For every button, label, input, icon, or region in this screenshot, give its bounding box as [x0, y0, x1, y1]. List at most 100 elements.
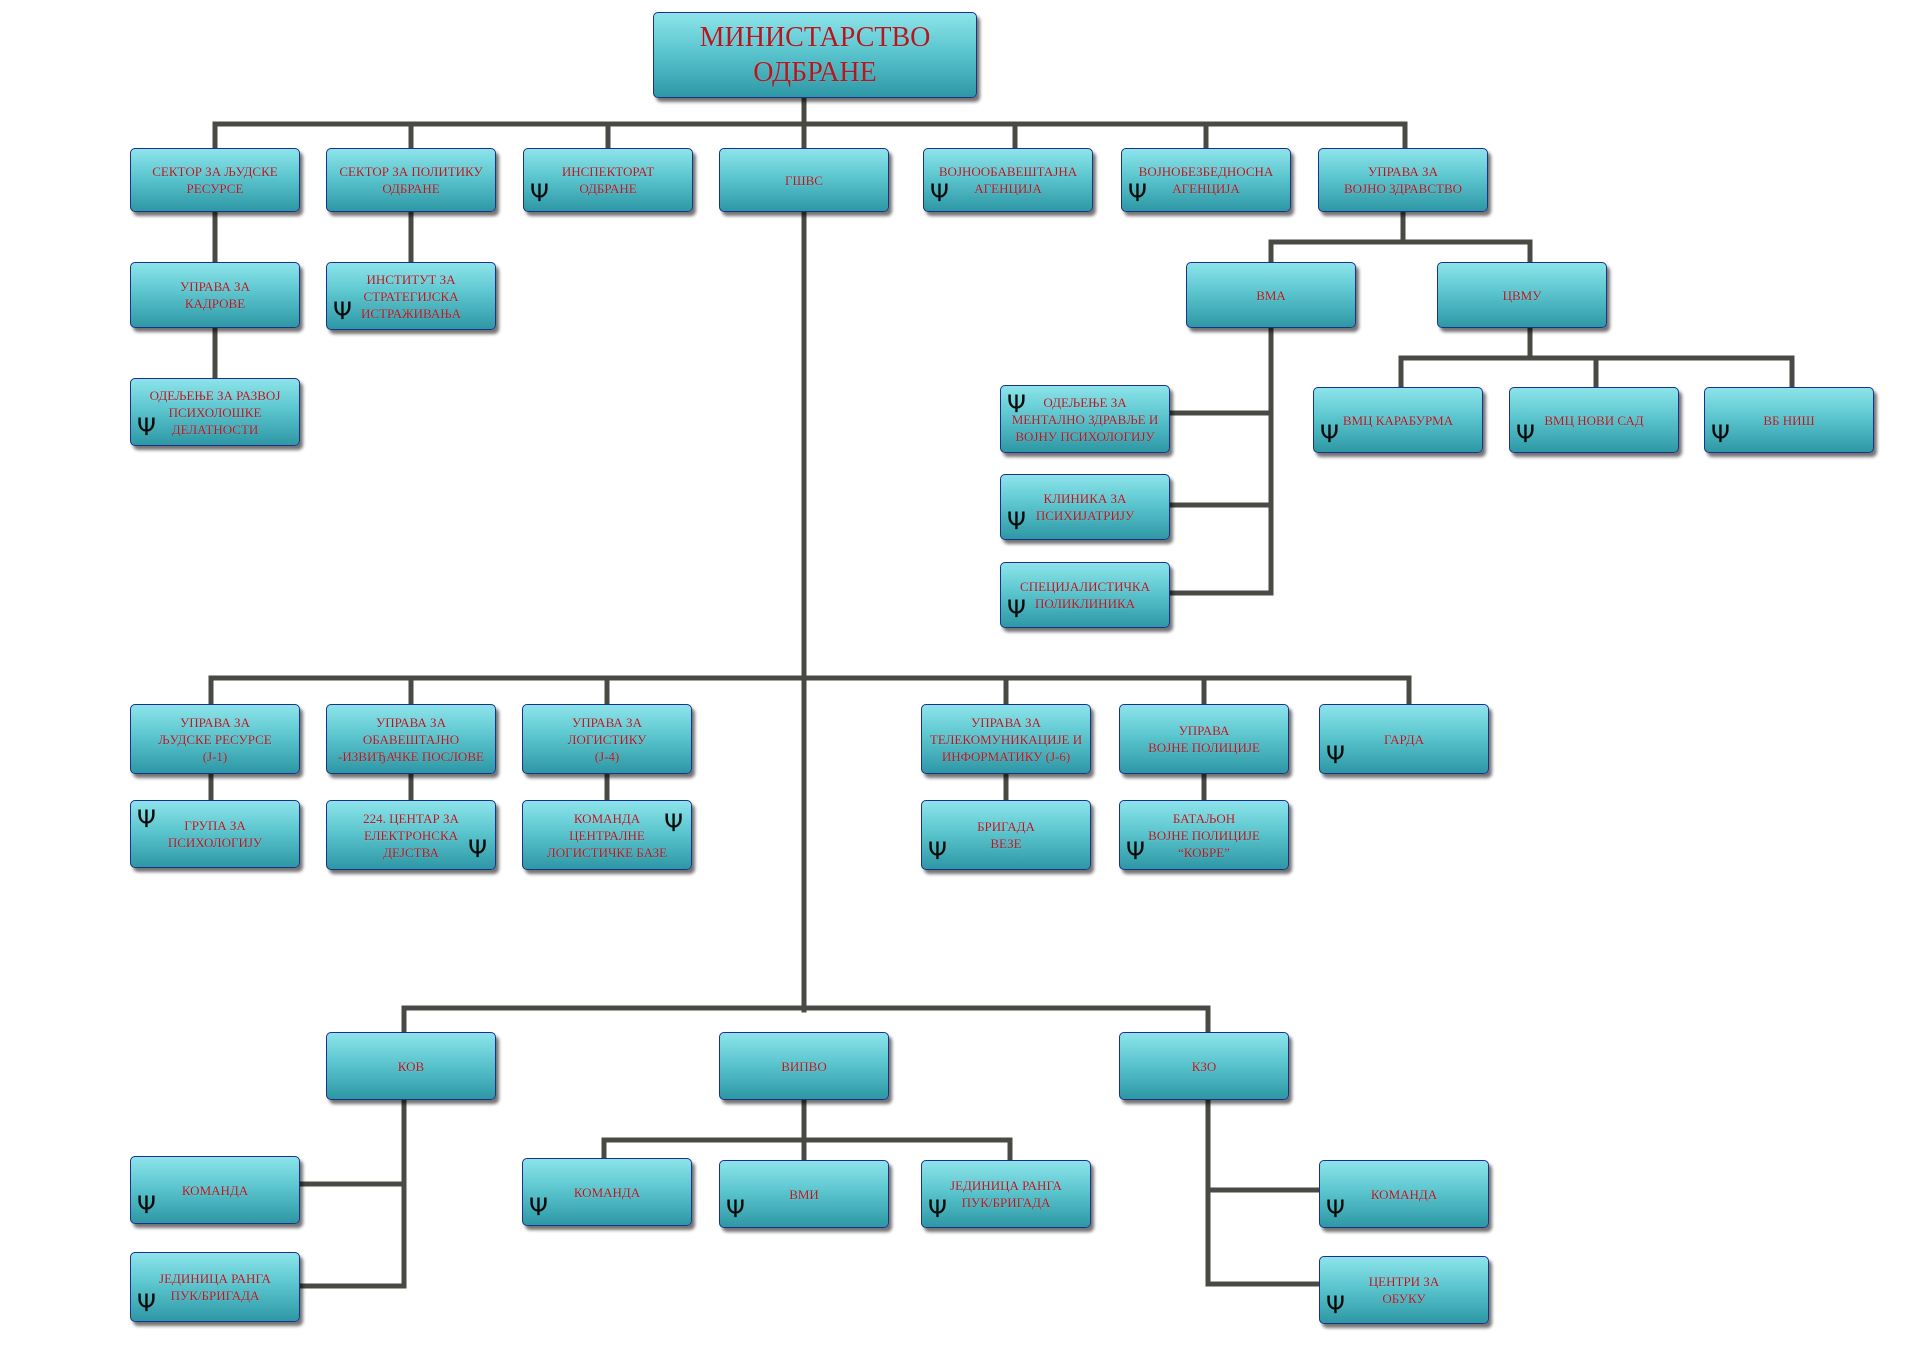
psi-icon: Ψ	[1326, 1291, 1345, 1319]
psi-icon: Ψ	[1128, 179, 1147, 207]
node-sector-human-resources[interactable]: СЕКТОР ЗА ЉУДСКЕ РЕСУРСЕ	[130, 148, 300, 212]
psi-icon: Ψ	[1320, 420, 1339, 448]
node-label: ЈЕДИНИЦА РАНГА ПУК/БРИГАДА	[159, 1271, 271, 1303]
node-j2-intelligence[interactable]: УПРАВА ЗА ОБАВЕШТАЈНО -ИЗВИЂАЧКЕ ПОСЛОВЕ	[326, 704, 496, 774]
node-label: КОМАНДА	[573, 1184, 641, 1200]
node-label: ИНСПЕКТОРАТ ОДБРАНЕ	[561, 164, 655, 196]
node-vipvo-regiment-brigade-unit[interactable]: ЈЕДИНИЦА РАНГА ПУК/БРИГАДА Ψ	[921, 1160, 1091, 1228]
node-label: ЈЕДИНИЦА РАНГА ПУК/БРИГАДА	[950, 1178, 1062, 1210]
node-vmc-karaburma[interactable]: ВМЦ КАРАБУРМА Ψ	[1313, 387, 1483, 453]
node-general-staff[interactable]: ГШВС	[719, 148, 889, 212]
psi-icon: Ψ	[1007, 507, 1026, 535]
node-psychology-group[interactable]: ГРУПА ЗА ПСИХОЛОГИЈУ Ψ	[130, 800, 300, 868]
psi-icon: Ψ	[468, 835, 487, 863]
node-label: УПРАВА ВОЈНЕ ПОЛИЦИЈЕ	[1148, 723, 1260, 755]
node-kov-command[interactable]: КОМАНДА Ψ	[130, 1156, 300, 1224]
node-vb-nis[interactable]: ВБ НИШ Ψ	[1704, 387, 1874, 453]
node-label: ВМЦ КАРАБУРМА	[1342, 412, 1454, 428]
node-military-police-battalion-cobras[interactable]: БАТАЉОН ВОЈНЕ ПОЛИЦИЈЕ “КОБРЕ” Ψ	[1119, 800, 1289, 870]
node-kov-regiment-brigade-unit[interactable]: ЈЕДИНИЦА РАНГА ПУК/БРИГАДА Ψ	[130, 1252, 300, 1322]
psi-icon: Ψ	[1326, 1195, 1345, 1223]
node-label: КЛИНИКА ЗА ПСИХИЈАТРИЈУ	[1035, 491, 1135, 523]
psi-icon: Ψ	[1007, 390, 1026, 418]
node-strategic-research-institute[interactable]: ИНСТИТУТ ЗА СТРАТЕГИЈСКА ИСТРАЖИВАЊА Ψ	[326, 262, 496, 330]
node-label: ВМИ	[789, 1186, 819, 1202]
node-label: ЦВМУ	[1502, 287, 1542, 303]
psi-icon: Ψ	[529, 1193, 548, 1221]
node-label: СЕКТОР ЗА ПОЛИТИКУ ОДБРАНЕ	[339, 164, 483, 196]
node-personnel-directorate[interactable]: УПРАВА ЗА КАДРОВЕ	[130, 262, 300, 328]
node-j1-human-resources[interactable]: УПРАВА ЗА ЉУДСКЕ РЕСУРСЕ (Ј-1)	[130, 704, 300, 774]
node-label: КОМАНДА ЦЕНТРАЛНЕ ЛОГИСТИЧКЕ БАЗЕ	[546, 810, 668, 860]
node-vipvo-command[interactable]: КОМАНДА Ψ	[522, 1158, 692, 1226]
node-label: МИНИСТАРСТВО ОДБРАНЕ	[699, 22, 931, 88]
node-kzo-command[interactable]: КОМАНДА Ψ	[1319, 1160, 1489, 1228]
psi-icon: Ψ	[1007, 595, 1026, 623]
node-vmc-novi-sad[interactable]: ВМЦ НОВИ САД Ψ	[1509, 387, 1679, 453]
node-military-intelligence-agency[interactable]: ВОЈНООБАВЕШТАЈНА АГЕНЦИЈА Ψ	[923, 148, 1093, 212]
psi-icon: Ψ	[1516, 420, 1535, 448]
psi-icon: Ψ	[530, 179, 549, 207]
psi-icon: Ψ	[928, 1195, 947, 1223]
node-vmi[interactable]: ВМИ Ψ	[719, 1160, 889, 1228]
psi-icon: Ψ	[930, 179, 949, 207]
node-label: ОДЕЉЕЊЕ ЗА РАЗВОЈ ПСИХОЛОШКЕ ДЕЛАТНОСТИ	[149, 387, 281, 437]
node-label: ВМЦ НОВИ САД	[1544, 412, 1644, 428]
node-defence-inspectorate[interactable]: ИНСПЕКТОРАТ ОДБРАНЕ Ψ	[523, 148, 693, 212]
node-label: ГРУПА ЗА ПСИХОЛОГИЈУ	[167, 818, 263, 850]
psi-icon: Ψ	[1126, 837, 1145, 865]
node-military-security-agency[interactable]: ВОЈНОБЕЗБЕДНОСНА АГЕНЦИЈА Ψ	[1121, 148, 1291, 212]
node-specialist-polyclinic[interactable]: СПЕЦИЈАЛИСТИЧКА ПОЛИКЛИНИКА Ψ	[1000, 562, 1170, 628]
node-224-electronic-warfare-centre[interactable]: 224. ЦЕНТАР ЗА ЕЛЕКТРОНСКА ДЕЈСТВА Ψ	[326, 800, 496, 870]
node-label: КЗО	[1191, 1058, 1217, 1074]
psi-icon: Ψ	[137, 1289, 156, 1317]
node-label: ОДЕЉЕЊЕ ЗА МЕНТАЛНО ЗДРАВЉЕ И ВОЈНУ ПСИХ…	[1011, 394, 1159, 444]
node-label: ВМА	[1256, 287, 1286, 303]
node-label: УПРАВА ЗА ЛОГИСТИКУ (Ј-4)	[567, 714, 647, 764]
node-label: КОМАНДА	[181, 1182, 249, 1198]
node-psych-development-department[interactable]: ОДЕЉЕЊЕ ЗА РАЗВОЈ ПСИХОЛОШКЕ ДЕЛАТНОСТИ …	[130, 378, 300, 446]
node-label: ВОЈНООБАВЕШТАЈНА АГЕНЦИЈА	[938, 164, 1078, 196]
node-label: ВОЈНОБЕЗБЕДНОСНА АГЕНЦИЈА	[1138, 164, 1274, 196]
node-label: ВИПВО	[781, 1058, 827, 1074]
psi-icon: Ψ	[137, 413, 156, 441]
node-military-police-directorate[interactable]: УПРАВА ВОЈНЕ ПОЛИЦИЈЕ	[1119, 704, 1289, 774]
node-j4-logistics[interactable]: УПРАВА ЗА ЛОГИСТИКУ (Ј-4)	[522, 704, 692, 774]
node-kov[interactable]: КОВ	[326, 1032, 496, 1100]
node-j6-telecom-it[interactable]: УПРАВА ЗА ТЕЛЕКОМУНИКАЦИЈЕ И ИНФОРМАТИКУ…	[921, 704, 1091, 774]
node-label: ГШВС	[785, 172, 823, 188]
psi-icon: Ψ	[1711, 420, 1730, 448]
node-label: БРИГАДА ВЕЗЕ	[977, 819, 1035, 851]
node-label: ЦЕНТРИ ЗА ОБУКУ	[1368, 1274, 1440, 1306]
node-kzo[interactable]: КЗО	[1119, 1032, 1289, 1100]
psi-icon: Ψ	[726, 1195, 745, 1223]
node-guard[interactable]: ГАРДА Ψ	[1319, 704, 1489, 774]
node-central-logistics-base-command[interactable]: КОМАНДА ЦЕНТРАЛНЕ ЛОГИСТИЧКЕ БАЗЕ Ψ	[522, 800, 692, 870]
node-cvmu[interactable]: ЦВМУ	[1437, 262, 1607, 328]
node-mental-health-department[interactable]: ОДЕЉЕЊЕ ЗА МЕНТАЛНО ЗДРАВЉЕ И ВОЈНУ ПСИХ…	[1000, 385, 1170, 453]
psi-icon: Ψ	[664, 809, 683, 837]
node-vipvo[interactable]: ВИПВО	[719, 1032, 889, 1100]
node-signal-brigade[interactable]: БРИГАДА ВЕЗЕ Ψ	[921, 800, 1091, 870]
node-label: КОМАНДА	[1370, 1186, 1438, 1202]
node-psychiatry-clinic[interactable]: КЛИНИКА ЗА ПСИХИЈАТРИЈУ Ψ	[1000, 474, 1170, 540]
node-label: 224. ЦЕНТАР ЗА ЕЛЕКТРОНСКА ДЕЈСТВА	[363, 810, 459, 860]
node-label: ВБ НИШ	[1763, 412, 1815, 428]
node-label: УПРАВА ЗА ОБАВЕШТАЈНО -ИЗВИЂАЧКЕ ПОСЛОВЕ	[338, 714, 484, 764]
node-label: ГАРДА	[1384, 731, 1424, 747]
node-label: СЕКТОР ЗА ЉУДСКЕ РЕСУРСЕ	[152, 164, 278, 196]
node-ministry-of-defence[interactable]: МИНИСТАРСТВО ОДБРАНЕ	[653, 12, 977, 98]
node-military-health-directorate[interactable]: УПРАВА ЗА ВОЈНО ЗДРАВСТВО	[1318, 148, 1488, 212]
node-label: УПРАВА ЗА ТЕЛЕКОМУНИКАЦИЈЕ И ИНФОРМАТИКУ…	[929, 714, 1083, 764]
node-sector-defence-policy[interactable]: СЕКТОР ЗА ПОЛИТИКУ ОДБРАНЕ	[326, 148, 496, 212]
node-label: УПРАВА ЗА КАДРОВЕ	[180, 279, 250, 311]
node-vma[interactable]: ВМА	[1186, 262, 1356, 328]
psi-icon: Ψ	[137, 805, 156, 833]
node-kzo-training-centres[interactable]: ЦЕНТРИ ЗА ОБУКУ Ψ	[1319, 1256, 1489, 1324]
psi-icon: Ψ	[928, 837, 947, 865]
node-label: СПЕЦИЈАЛИСТИЧКА ПОЛИКЛИНИКА	[1020, 579, 1150, 611]
psi-icon: Ψ	[333, 297, 352, 325]
psi-icon: Ψ	[137, 1191, 156, 1219]
